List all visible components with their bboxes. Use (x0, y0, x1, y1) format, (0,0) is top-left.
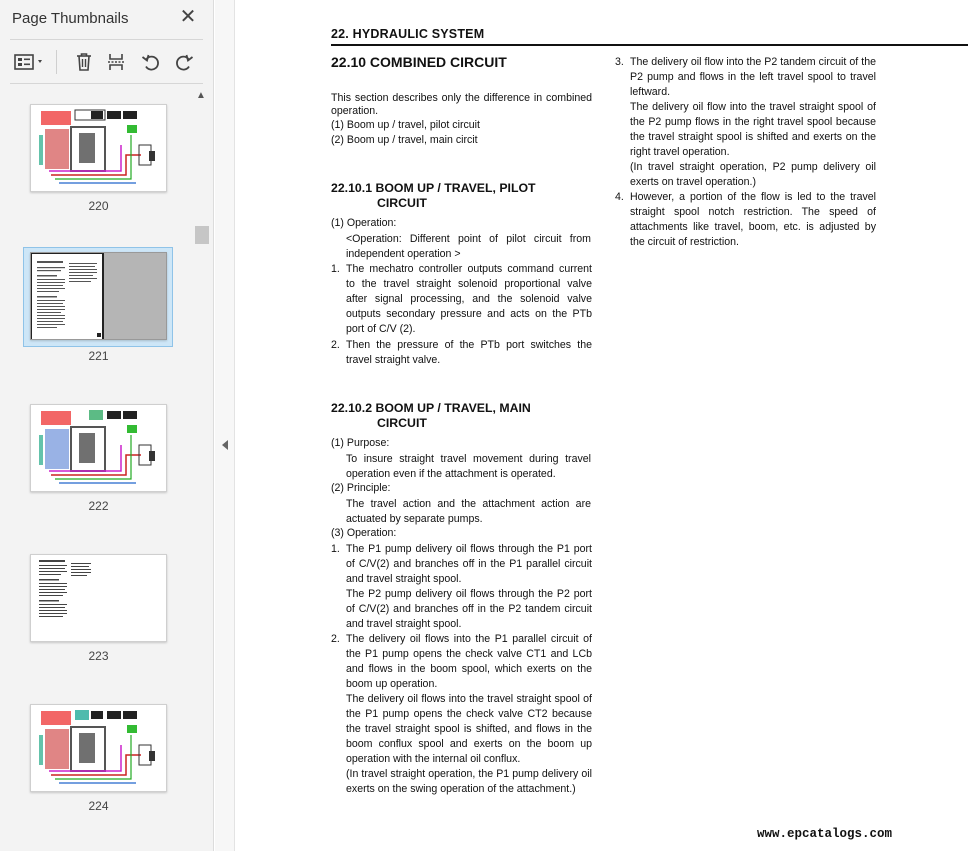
purpose-label: (1) Purpose: (331, 437, 390, 449)
thumbnail-page-224[interactable] (30, 704, 167, 792)
list-text: Then the pressure of the PTb port switch… (346, 339, 592, 366)
page-thumbnails-panel: Page Thumbnails ✕ (0, 0, 214, 851)
delete-page-icon[interactable] (70, 48, 98, 76)
rotate-clockwise-icon[interactable] (170, 48, 198, 76)
list-text: The mechatro controller outputs command … (346, 263, 592, 335)
panel-title: Page Thumbnails (12, 10, 129, 27)
list-item: 4. However, a portion of the flow is led… (615, 190, 876, 250)
thumbnail-label: 224 (88, 799, 109, 813)
watermark-url: www.epcatalogs.com (757, 827, 893, 841)
subsection-title-pilot: 22.10.1 BOOM UP / TRAVEL, PILOT CIRCUIT (331, 181, 536, 211)
list-item: 1. The P1 pump delivery oil flows throug… (331, 542, 592, 632)
document-page: 22. HYDRAULIC SYSTEM 22.10 COMBINED CIRC… (236, 0, 968, 851)
hydraulic-diagram-thumbnail (39, 109, 155, 184)
principle-label: (2) Principle: (331, 482, 391, 494)
chapter-header: 22. HYDRAULIC SYSTEM (331, 27, 485, 41)
paragraph: (In travel straight operation, the P1 pu… (346, 768, 592, 795)
list-number: 1. (331, 263, 340, 275)
paragraph: (In travel straight operation, P2 pump d… (630, 161, 876, 188)
text-page-thumbnail (31, 253, 166, 339)
thumbnail-label: 223 (88, 649, 109, 663)
list-item: 2. The delivery oil flows into the P1 pa… (331, 632, 592, 797)
panel-splitter[interactable] (215, 0, 235, 851)
thumbnail-label: 221 (88, 349, 109, 363)
list-text: The delivery oil flows into the P1 paral… (346, 632, 592, 797)
paragraph: The P2 pump delivery oil flows through t… (346, 588, 592, 630)
hydraulic-diagram-thumbnail (39, 410, 155, 484)
collapse-panel-icon[interactable] (222, 440, 228, 450)
close-icon[interactable]: ✕ (179, 6, 197, 28)
rotate-counterclockwise-icon[interactable] (137, 48, 165, 76)
list-text: The P1 pump delivery oil flows through t… (346, 542, 592, 632)
purpose-text: To insure straight travel movement durin… (346, 453, 591, 480)
divider (10, 83, 203, 84)
divider (10, 39, 203, 40)
operation-label: (1) Operation: (331, 217, 397, 229)
thumbnail-page-223[interactable] (30, 554, 167, 642)
list-number: 3. (615, 56, 624, 68)
hydraulic-diagram-thumbnail (39, 710, 155, 784)
list-number: 2. (331, 633, 340, 645)
intro-text: This section describes only the differen… (331, 92, 592, 117)
thumbnail-page-222[interactable] (30, 404, 167, 492)
thumbnail-page-220[interactable] (30, 104, 167, 192)
list-item: 1. The mechatro controller outputs comma… (331, 262, 592, 337)
panel-header: Page Thumbnails ✕ (0, 0, 214, 38)
paragraph: The delivery oil flows into the P1 paral… (346, 633, 592, 690)
subsection-title-line: CIRCUIT (377, 416, 427, 430)
list-number: 4. (615, 191, 624, 203)
scrollbar-thumb[interactable] (195, 226, 209, 244)
thumbnail-list: 220 221 (0, 88, 192, 851)
extract-pages-icon[interactable] (102, 48, 130, 76)
operation-note: <Operation: Different point of pilot cir… (346, 233, 591, 260)
toolbar-divider (56, 50, 57, 74)
list-item: 2. Then the pressure of the PTb port swi… (331, 338, 592, 368)
list-item: 3. The delivery oil flow into the P2 tan… (615, 55, 876, 190)
thumbnail-scrollbar[interactable]: ▲ (193, 88, 209, 851)
thumbnail-label: 220 (88, 199, 109, 213)
options-menu-icon[interactable] (10, 48, 48, 76)
list-number: 2. (331, 339, 340, 351)
subsection-title-line: 22.10.1 BOOM UP / TRAVEL, PILOT (331, 181, 536, 195)
subsection-title-main: 22.10.2 BOOM UP / TRAVEL, MAIN CIRCUIT (331, 401, 531, 431)
thumbnail-toolbar (0, 42, 214, 82)
thumbnail-label: 222 (88, 499, 109, 513)
subsection-title-line: 22.10.2 BOOM UP / TRAVEL, MAIN (331, 401, 531, 415)
thumbnail-page-221[interactable] (30, 252, 167, 340)
list-number: 1. (331, 543, 340, 555)
paragraph: The delivery oil flow into the travel st… (630, 101, 876, 158)
text-page-thumbnail (39, 560, 91, 617)
header-rule (331, 44, 968, 46)
intro-item: (1) Boom up / travel, pilot circuit (331, 119, 480, 131)
list-text: However, a portion of the flow is led to… (630, 191, 876, 248)
paragraph: The delivery oil flows into the travel s… (346, 693, 592, 765)
list-text: The delivery oil flow into the P2 tandem… (630, 55, 876, 190)
principle-text: The travel action and the attachment act… (346, 498, 591, 525)
subsection-title-line: CIRCUIT (377, 196, 427, 210)
scroll-up-icon[interactable]: ▲ (196, 90, 206, 101)
paragraph: The delivery oil flow into the P2 tandem… (630, 56, 876, 98)
section-title: 22.10 COMBINED CIRCUIT (331, 54, 507, 70)
intro-item: (2) Boom up / travel, main circit (331, 134, 478, 146)
operation-label: (3) Operation: (331, 527, 397, 539)
paragraph: The P1 pump delivery oil flows through t… (346, 543, 592, 585)
